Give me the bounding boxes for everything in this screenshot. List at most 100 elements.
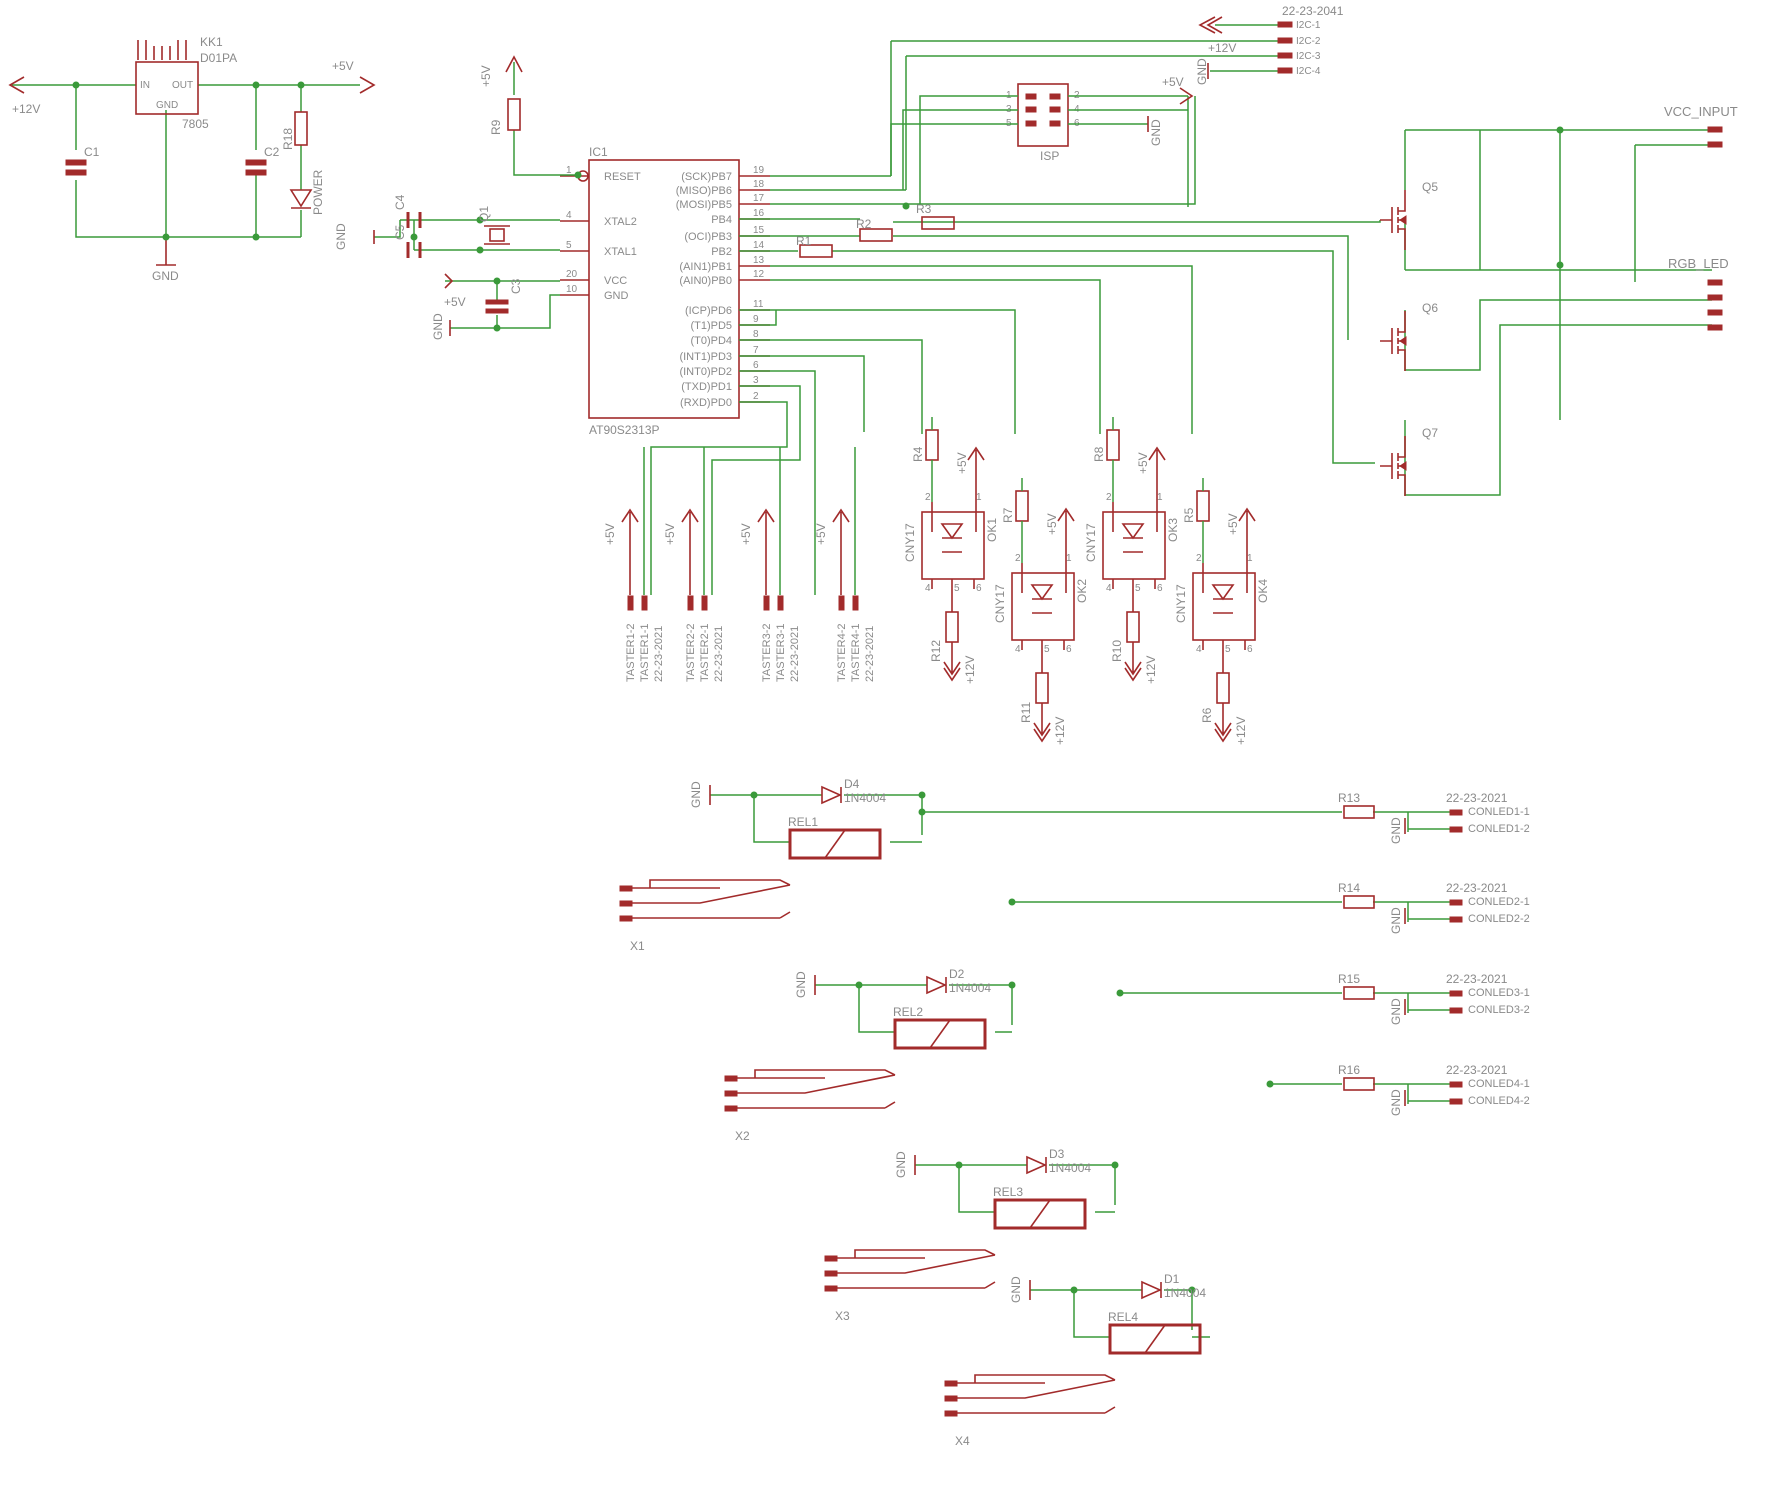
opto-p12-label: +12V xyxy=(963,656,977,684)
taster-supply xyxy=(757,508,775,595)
taster-pin-2 xyxy=(838,595,845,611)
regulator-in-label: IN xyxy=(140,80,150,91)
conled-wire xyxy=(1012,901,1450,922)
opto-rout-label: R11 xyxy=(1019,702,1033,723)
taster-pin1-label: TASTER2-1 xyxy=(699,624,711,682)
relay-coil-mark xyxy=(1029,1199,1051,1229)
conled-gnd-label: GND xyxy=(1389,998,1403,1025)
mosfet-q5: Q5 xyxy=(1380,180,1438,250)
conled-pin1-label: CONLED3-1 xyxy=(1468,987,1530,999)
opto-name: OK3 xyxy=(1166,518,1180,542)
isp-name: ISP xyxy=(1040,149,1059,163)
relay-diode xyxy=(709,785,842,805)
opto-p5-label: +5V xyxy=(955,452,969,474)
relay-diode-name: D2 xyxy=(949,967,965,981)
relay-diode xyxy=(914,1155,1047,1175)
conled-type-label: 22-23-2021 xyxy=(1446,1063,1508,1077)
power-supply: KK1 D01PA IN OUT GND 7805 C1 C2 R18 POWE… xyxy=(8,35,376,283)
taster-pin2-label: TASTER3-2 xyxy=(761,624,773,682)
junction xyxy=(1070,1286,1078,1294)
mcu-pin-number: 15 xyxy=(753,225,765,236)
mcu-pin-number: 10 xyxy=(566,284,578,295)
regulator-7805 xyxy=(135,61,199,115)
taster-p5-label: +5V xyxy=(814,523,828,545)
junction xyxy=(1266,1080,1274,1088)
junction xyxy=(1008,981,1016,989)
mosfet-q7: Q7 xyxy=(1380,426,1438,496)
opto-output-resistor xyxy=(1035,672,1049,704)
c2-label: C2 xyxy=(264,145,280,159)
taster-pin-2 xyxy=(627,595,634,611)
i2c-pin-3: I2C-3 xyxy=(1296,51,1321,62)
i2c-p12-label: +12V xyxy=(1208,41,1236,55)
mcu-pin-label: (ICP)PD6 xyxy=(685,305,732,317)
relay-conn-pin xyxy=(724,1105,738,1112)
conled-pin2-label: CONLED3-2 xyxy=(1468,1004,1530,1016)
relay-contacts xyxy=(735,1069,896,1109)
relay-conn-pin xyxy=(619,915,633,922)
relay-diode-type: 1N4004 xyxy=(949,981,991,995)
mcu-name: IC1 xyxy=(589,145,608,159)
opto-pin: 6 xyxy=(1157,583,1163,594)
conled-resistor xyxy=(1343,805,1375,819)
opto-input-resistor xyxy=(1106,429,1120,461)
opto-p5-label: +5V xyxy=(1226,513,1240,535)
relay-contacts xyxy=(955,1374,1116,1414)
taster-type-label: 22-23-2021 xyxy=(864,626,876,682)
opto-p12-label: +12V xyxy=(1144,656,1158,684)
i2c-pin-2: I2C-2 xyxy=(1296,36,1321,47)
r18-label: R18 xyxy=(281,128,295,150)
opto-pin: 6 xyxy=(976,583,982,594)
mosfet-arrow xyxy=(1399,336,1407,346)
mcu-pin-number: 5 xyxy=(566,240,572,251)
opto-p12-label: +12V xyxy=(1234,717,1248,745)
conled-type-label: 22-23-2021 xyxy=(1446,791,1508,805)
conled-pin-1 xyxy=(1449,1081,1463,1088)
relay-coil xyxy=(1108,1323,1202,1355)
opto-output-resistor xyxy=(945,611,959,643)
relay-coil xyxy=(788,828,882,860)
taster-pin1-label: TASTER3-1 xyxy=(775,624,787,682)
regulator-gnd-label: GND xyxy=(156,100,178,111)
opto-pin: 4 xyxy=(925,583,931,594)
relay-diode-name: D3 xyxy=(1049,1147,1065,1161)
i2c-header-type: 22-23-2041 xyxy=(1282,4,1344,18)
opto-body xyxy=(1102,511,1166,580)
junction xyxy=(855,981,863,989)
mcu-pin-number: 6 xyxy=(753,360,759,371)
i2c-gnd-label: GND xyxy=(1195,58,1209,85)
conled-pin-1 xyxy=(1449,809,1463,816)
mcu-ic1: IC1 AT90S2313P 1RESET4XTAL25XTAL120VCC10… xyxy=(560,96,1196,437)
conled-r-label: R14 xyxy=(1338,881,1360,895)
conled-gnd-label: GND xyxy=(1389,817,1403,844)
i2c-connector: 22-23-2041 I2C-1 I2C-2 I2C-3 I2C-4 +12V … xyxy=(890,4,1344,190)
relay-name: REL2 xyxy=(893,1005,923,1019)
mcu-pin-label: (T0)PD4 xyxy=(690,335,732,347)
opto-name: OK4 xyxy=(1256,579,1270,603)
relay-diode-name: D1 xyxy=(1164,1272,1180,1286)
opto-input-resistor xyxy=(1015,490,1029,522)
taster-pin-1 xyxy=(641,595,648,611)
crystal-section: +5V R9 Q1 C4 C5 C3 GND GND +5V xyxy=(334,55,582,340)
taster-supply xyxy=(621,508,639,595)
opto-vcc xyxy=(1148,446,1166,502)
relay-conn-pin xyxy=(619,900,633,907)
mcu-pin-label: (OCI)PB3 xyxy=(684,231,732,243)
mosfet-symbol xyxy=(1380,190,1406,250)
mcu-pin-label: (INT0)PD2 xyxy=(679,366,732,378)
mosfet-q6: Q6 xyxy=(1380,301,1438,371)
